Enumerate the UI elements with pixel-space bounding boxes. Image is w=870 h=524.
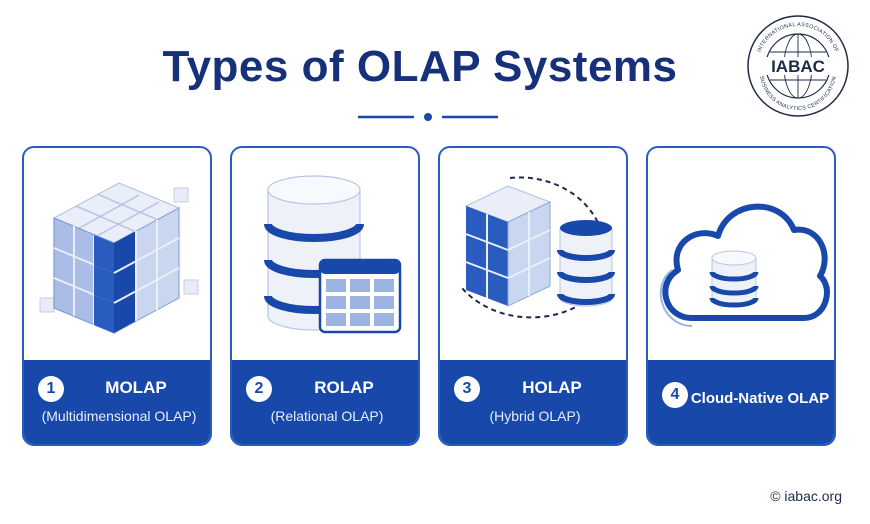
card-molap: 1 MOLAP (Multidimensional OLAP): [22, 146, 212, 446]
card-cloud-native-olap: 4 Cloud-Native OLAP: [646, 146, 836, 446]
card-subtitle: (Relational OLAP): [270, 408, 384, 424]
card-rolap: 2 ROLAP (Relational OLAP): [230, 146, 420, 446]
cloud-database-icon: [659, 203, 830, 327]
cube-database-icon: [461, 176, 615, 319]
logo-text: IABAC: [771, 57, 825, 76]
card-subtitle: (Hybrid OLAP): [489, 408, 581, 424]
iabac-logo: IABAC INTERNATIONAL ASSOCIATION OF BUSIN…: [747, 15, 849, 117]
card-number: 4: [662, 382, 688, 408]
card-title: MOLAP: [105, 378, 167, 397]
card-title: ROLAP: [314, 378, 374, 397]
card-number: 2: [246, 376, 272, 402]
card-title: HOLAP: [522, 378, 582, 397]
card-holap: 3 HOLAP (Hybrid OLAP): [438, 146, 628, 446]
card-subtitle: (Multidimensional OLAP): [41, 408, 197, 424]
card-footer: 4 Cloud-Native OLAP: [648, 360, 834, 444]
card-title: Cloud-Native OLAP: [690, 390, 830, 407]
card-footer: 1 MOLAP (Multidimensional OLAP): [24, 360, 210, 444]
card-footer: 3 HOLAP (Hybrid OLAP): [440, 360, 626, 444]
card-number: 1: [38, 376, 64, 402]
title-divider: [358, 113, 498, 121]
page-title: Types of OLAP Systems: [162, 42, 678, 91]
copyright-text: © iabac.org: [770, 488, 842, 504]
card-number: 3: [454, 376, 480, 402]
database-table-icon: [264, 175, 402, 334]
cube-icon: [39, 182, 199, 335]
card-footer: 2 ROLAP (Relational OLAP): [232, 360, 418, 444]
